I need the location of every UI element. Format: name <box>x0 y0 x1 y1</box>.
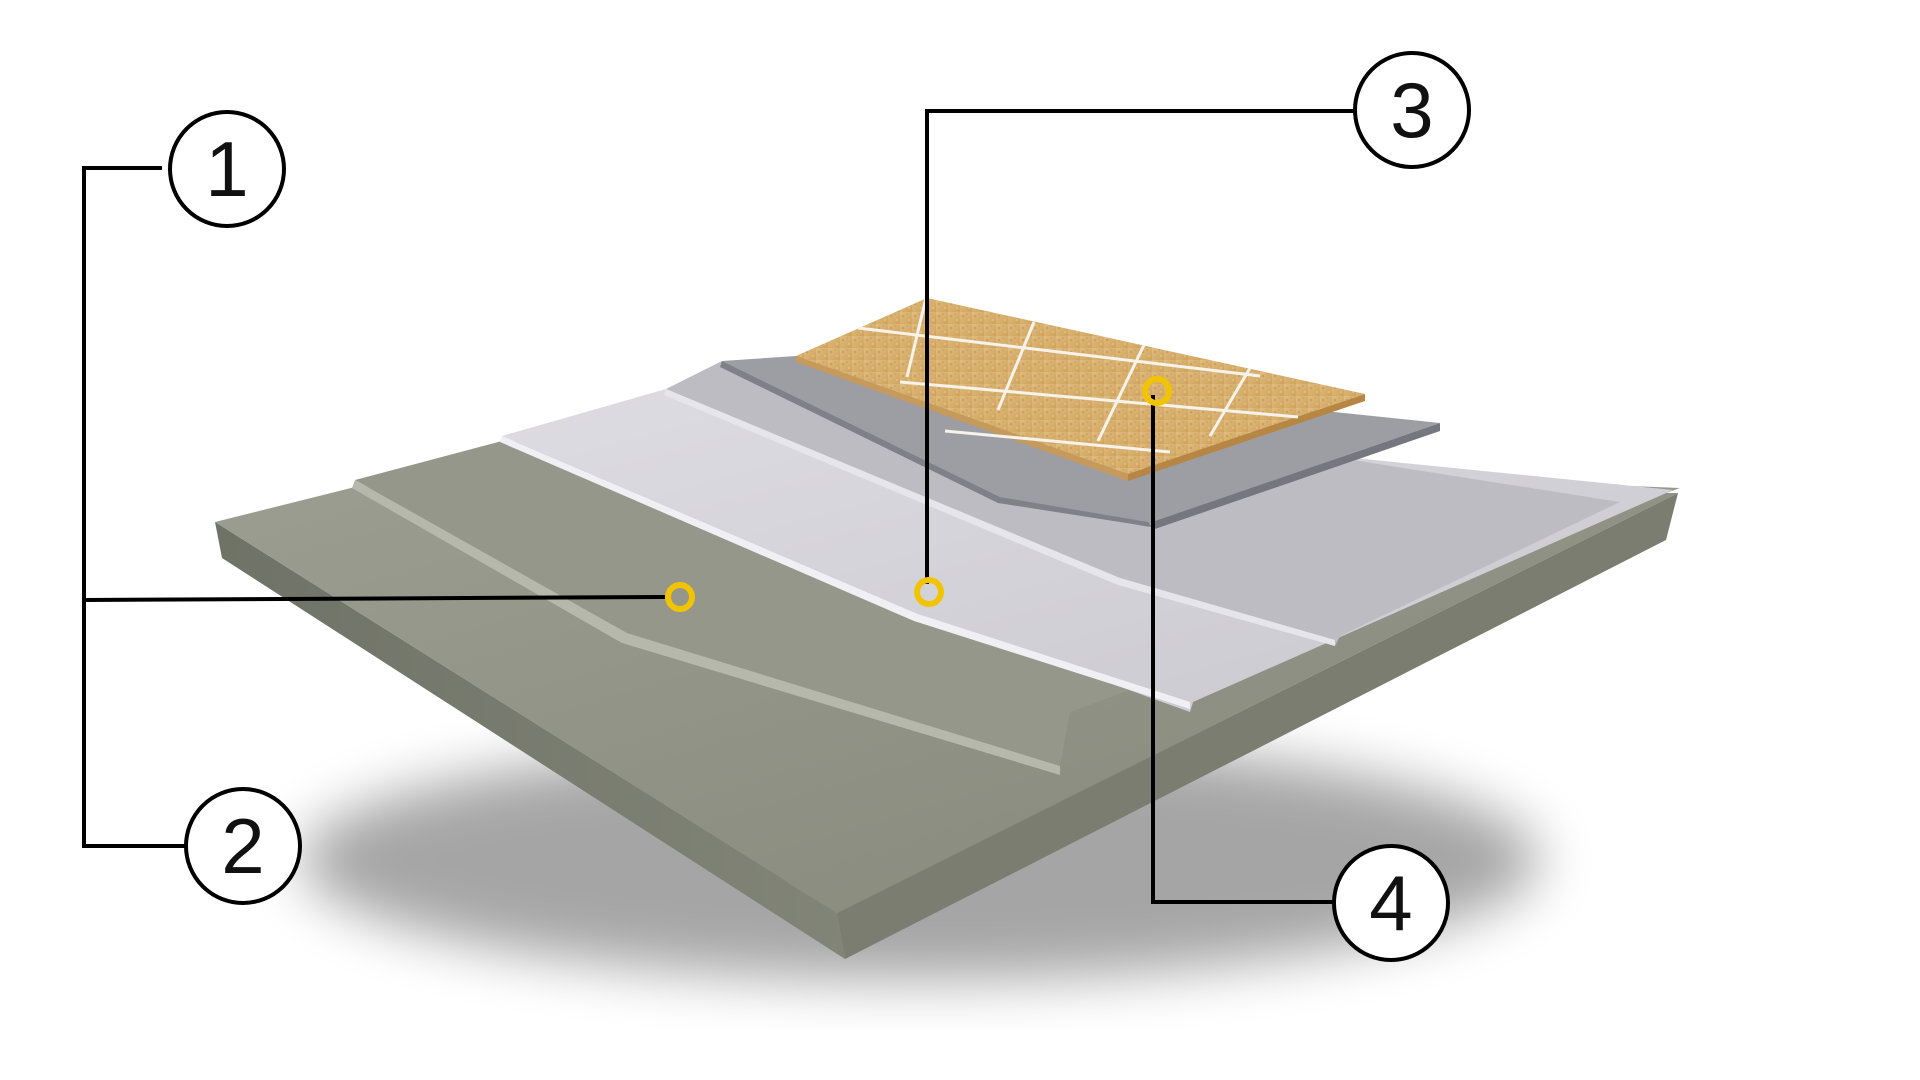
grout-line <box>1208 367 1252 437</box>
callout-4-circle <box>1332 844 1450 962</box>
grout-line <box>944 429 1171 454</box>
callout-2: 2 <box>184 787 302 905</box>
callout-1: 1 <box>168 110 286 228</box>
marker-membrane <box>914 577 944 607</box>
callout-1-label: 1 <box>205 125 248 213</box>
membrane-dark-right <box>1152 423 1440 530</box>
callout-3-label: 3 <box>1390 66 1433 154</box>
callout-3: 3 <box>1353 51 1471 169</box>
callout-2-circle <box>184 787 302 905</box>
marker-tile <box>1142 376 1172 406</box>
membrane-light-edge <box>500 436 1190 709</box>
substrate-side-right <box>837 493 1678 959</box>
screed-edge <box>352 480 1060 775</box>
leader-line-4 <box>1151 395 1335 904</box>
callout-4-label: 4 <box>1369 859 1412 947</box>
grout-line <box>905 297 928 378</box>
substrate-side-left <box>215 522 845 959</box>
grout-line <box>899 380 1299 419</box>
tile-edge-left <box>796 356 1128 481</box>
tile-edge <box>1128 394 1365 481</box>
grout-line <box>996 321 1036 411</box>
marker-screed <box>665 582 695 612</box>
callout-3-circle <box>1353 51 1471 169</box>
callout-2-label: 2 <box>221 802 264 890</box>
callout-1-circle <box>168 110 286 228</box>
leader-line-1-2 <box>82 166 186 848</box>
markers <box>665 376 1172 612</box>
tile-surface <box>796 298 1365 474</box>
leader-line-screed <box>83 595 666 602</box>
callout-4: 4 <box>1332 844 1450 962</box>
leader-lines <box>82 109 1362 904</box>
leader-line-3 <box>925 109 1362 584</box>
